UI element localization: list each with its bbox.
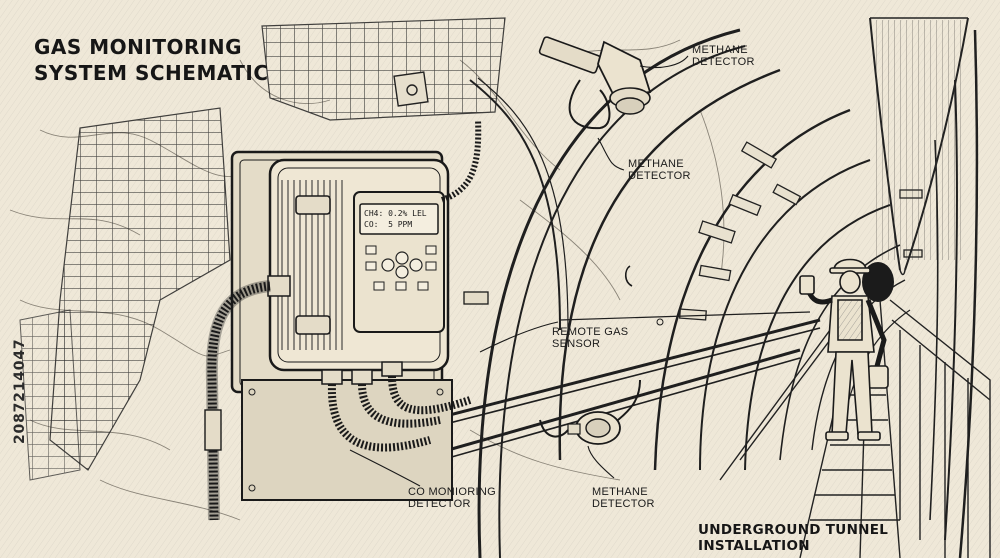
footer-caption: UNDERGROUND TUNNEL INSTALLATION — [698, 522, 889, 554]
label-line: METHANE — [692, 44, 748, 56]
label-methane-detector-mid: METHANE DETECTOR — [628, 158, 691, 182]
dome-detector-icon — [538, 36, 652, 130]
stock-watermark: 2087214047 — [12, 338, 28, 444]
label-remote-gas-sensor: REMOTE GAS SENSOR — [552, 326, 628, 350]
inline-gas-sensor-icon — [539, 379, 641, 445]
cable-trays — [419, 77, 821, 467]
label-line: CO MONIORING — [408, 486, 496, 498]
label-line: DETECTOR — [592, 498, 655, 510]
worker-with-handheld-meter-icon — [799, 258, 889, 441]
tunnel-arches — [477, 28, 979, 558]
controller-display: CH4: 0.2% LEL CO: 5 PPM — [364, 208, 440, 230]
label-methane-detector-top: METHANE DETECTOR — [692, 44, 755, 68]
callout-leaders — [349, 55, 689, 487]
label-line: DETECTOR — [408, 498, 471, 510]
junction-box — [463, 265, 664, 326]
wire-mesh-panels — [19, 17, 506, 481]
display-line-1: CH4: 0.2% LEL — [364, 209, 427, 218]
ventilation-duct — [869, 17, 969, 276]
label-co-monitoring-detector: CO MONIORING DETECTOR — [408, 486, 496, 510]
label-line: METHANE — [592, 486, 648, 498]
title-line-2: SYSTEM SCHEMATIC — [34, 61, 269, 85]
label-methane-detector-bottom: METHANE DETECTOR — [592, 486, 655, 510]
label-line: DETECTOR — [692, 56, 755, 68]
title-line-1: GAS MONITORING — [34, 35, 242, 59]
flex-conduits — [204, 119, 482, 521]
label-line: METHANE — [628, 158, 684, 170]
label-line: DETECTOR — [628, 170, 691, 182]
label-line: REMOTE GAS — [552, 326, 629, 338]
gas-controller-panel — [230, 150, 453, 501]
display-line-2: CO: 5 PPM — [364, 220, 413, 229]
rock-bolt-plate — [393, 71, 429, 107]
label-line: SENSOR — [552, 338, 601, 350]
arch-braces — [678, 141, 923, 321]
diagram-title: GAS MONITORING SYSTEM SCHEMATIC — [34, 34, 269, 86]
